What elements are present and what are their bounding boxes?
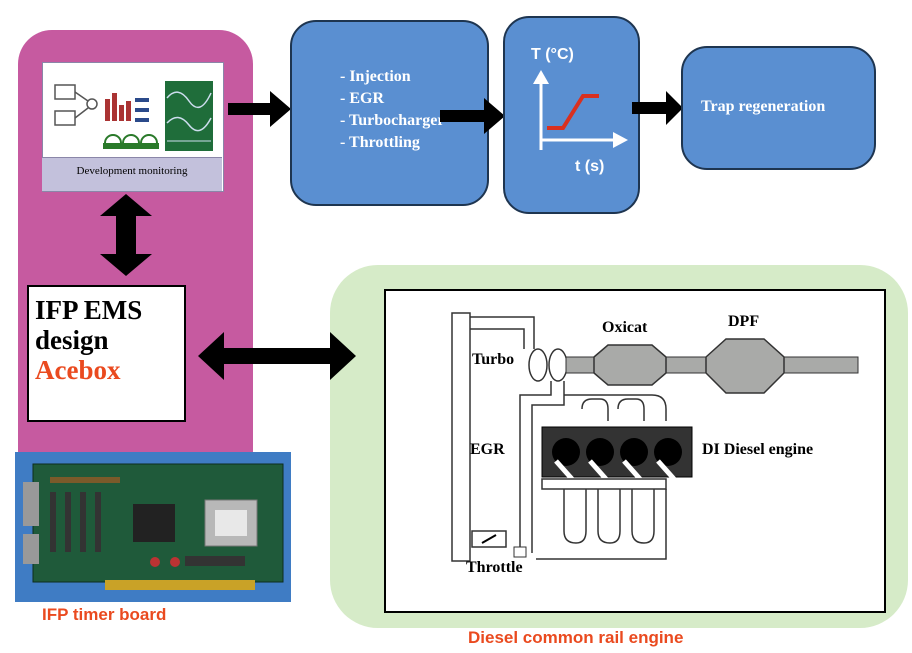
monitoring-screen-icon: [43, 63, 223, 158]
engine-diagram: Turbo Oxicat DPF EGR DI Diesel engine Th…: [384, 289, 886, 613]
ems-line-1: IFP EMS: [35, 295, 143, 325]
param-throttling: - Throttling: [340, 134, 420, 151]
temp-axis-x-label: t (s): [575, 158, 605, 175]
circuit-board-icon: [15, 452, 291, 602]
param-turbocharger: - Turbocharger: [340, 112, 445, 129]
label-egr: EGR: [470, 441, 505, 458]
arrow-right-1: [228, 91, 291, 127]
arrow-right-2: [440, 98, 505, 134]
label-throttle: Throttle: [466, 559, 523, 576]
engine-schematic: [451, 312, 859, 562]
trap-regeneration-box: Trap regeneration: [681, 46, 876, 170]
temperature-rise-box: T (°C) t (s): [503, 16, 640, 214]
param-egr: - EGR: [340, 90, 384, 107]
label-di-diesel-engine: DI Diesel engine: [702, 441, 814, 458]
param-injection: - Injection: [340, 68, 411, 85]
label-dpf: DPF: [728, 313, 760, 330]
arrow-right-3: [632, 91, 683, 125]
temperature-curve-icon: [533, 70, 628, 150]
trap-regeneration-label: Trap regeneration: [701, 98, 826, 115]
ems-line-acebox: Acebox: [35, 355, 121, 385]
timer-board-photo: [15, 452, 291, 602]
ems-design-box: IFP EMS design Acebox: [27, 285, 186, 422]
vertical-double-arrow: [100, 194, 152, 276]
label-oxicat: Oxicat: [602, 319, 648, 336]
temp-axis-y-label: T (°C): [531, 46, 574, 63]
monitoring-caption: Development monitoring: [42, 157, 222, 191]
horizontal-double-arrow: [198, 332, 356, 380]
timer-board-label: IFP timer board: [42, 605, 167, 624]
label-turbo: Turbo: [472, 351, 515, 368]
engine-panel-title: Diesel common rail engine: [468, 628, 684, 647]
ems-line-2: design: [35, 325, 109, 355]
